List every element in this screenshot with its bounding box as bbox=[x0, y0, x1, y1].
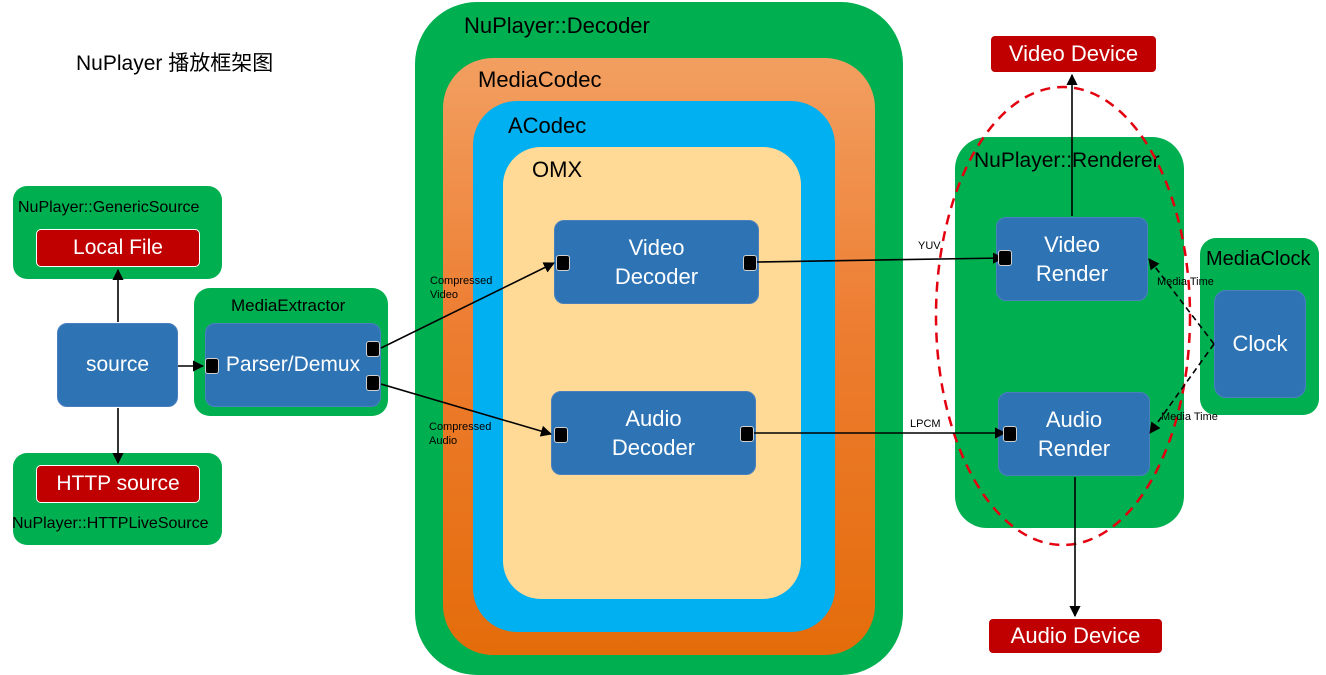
compressed-audio-line1: Compressed bbox=[429, 421, 492, 433]
mediacodec-label: MediaCodec bbox=[478, 67, 602, 92]
video-render-line2: Render bbox=[1035, 261, 1109, 286]
video-device-label: Video Device bbox=[1008, 41, 1139, 66]
video-decoder-line2: Decoder bbox=[614, 264, 699, 289]
diagram-title: NuPlayer 播放框架图 bbox=[76, 52, 274, 75]
port-audio-render-in bbox=[1003, 426, 1017, 442]
media-clock-label: MediaClock bbox=[1206, 248, 1311, 270]
acodec-label: ACodec bbox=[508, 113, 587, 138]
edge-parser-to-video-decoder bbox=[380, 262, 556, 349]
compressed-audio-line2: Audio bbox=[429, 435, 458, 447]
video-render-node[interactable]: Video Render bbox=[996, 217, 1148, 301]
compressed-video-line2: Video bbox=[430, 289, 458, 301]
video-device-node[interactable]: Video Device bbox=[990, 35, 1157, 73]
media-time-video-label: Media Time bbox=[1157, 276, 1214, 288]
video-decoder-node[interactable]: Video Decoder bbox=[554, 220, 759, 304]
port-video-render-in bbox=[998, 250, 1012, 266]
edge-parser-to-audio-decoder bbox=[380, 383, 553, 437]
audio-decoder-line2: Decoder bbox=[611, 435, 696, 460]
compressed-audio-label: Compressed Audio bbox=[429, 420, 491, 448]
local-file-label: Local File bbox=[73, 236, 163, 259]
source-node[interactable]: source bbox=[57, 323, 178, 407]
edge-video-decoder-to-video-render bbox=[756, 252, 1005, 264]
port-parser-in bbox=[205, 358, 219, 374]
media-extractor-label: MediaExtractor bbox=[231, 296, 346, 315]
audio-render-line1: Audio bbox=[1045, 407, 1103, 432]
httplive-source-label: NuPlayer::HTTPLiveSource bbox=[12, 515, 209, 532]
audio-device-node[interactable]: Audio Device bbox=[988, 618, 1163, 654]
media-time-audio-label: Media Time bbox=[1161, 411, 1218, 423]
decoder-label: NuPlayer::Decoder bbox=[464, 13, 650, 38]
parser-demux-node[interactable]: Parser/Demux bbox=[205, 323, 381, 407]
edge-clock-to-video-render bbox=[1148, 258, 1215, 345]
port-parser-out-audio bbox=[366, 375, 380, 391]
audio-decoder-node[interactable]: Audio Decoder bbox=[551, 391, 756, 475]
edge-clock-to-audio-render bbox=[1149, 343, 1215, 434]
port-parser-out-video bbox=[366, 341, 380, 357]
port-audio-decoder-in bbox=[554, 427, 568, 443]
compressed-video-label: Compressed Video bbox=[430, 274, 492, 302]
http-source-node[interactable]: HTTP source bbox=[36, 465, 200, 503]
video-render-line1: Video bbox=[1044, 232, 1100, 257]
port-video-decoder-out bbox=[743, 255, 757, 271]
audio-device-label: Audio Device bbox=[1010, 623, 1141, 648]
yuv-label: YUV bbox=[918, 240, 941, 252]
omx-label: OMX bbox=[532, 157, 583, 182]
http-source-label: HTTP source bbox=[56, 472, 180, 495]
source-label: source bbox=[85, 353, 150, 376]
port-video-decoder-in bbox=[556, 255, 570, 271]
video-decoder-line1: Video bbox=[628, 235, 685, 260]
renderer-highlight-ellipse bbox=[934, 85, 1192, 547]
clock-node[interactable]: Clock bbox=[1214, 290, 1306, 398]
lpcm-label: LPCM bbox=[910, 418, 941, 430]
audio-render-node[interactable]: Audio Render bbox=[998, 392, 1150, 476]
generic-source-label: NuPlayer::GenericSource bbox=[18, 199, 200, 216]
audio-decoder-line1: Audio bbox=[625, 406, 682, 431]
compressed-video-line1: Compressed bbox=[430, 275, 493, 287]
local-file-node[interactable]: Local File bbox=[36, 229, 200, 267]
audio-render-line2: Render bbox=[1037, 436, 1111, 461]
port-audio-decoder-out bbox=[740, 426, 754, 442]
clock-label: Clock bbox=[1232, 331, 1288, 356]
parser-demux-label: Parser/Demux bbox=[225, 353, 361, 376]
renderer-label: NuPlayer::Renderer bbox=[974, 149, 1160, 172]
